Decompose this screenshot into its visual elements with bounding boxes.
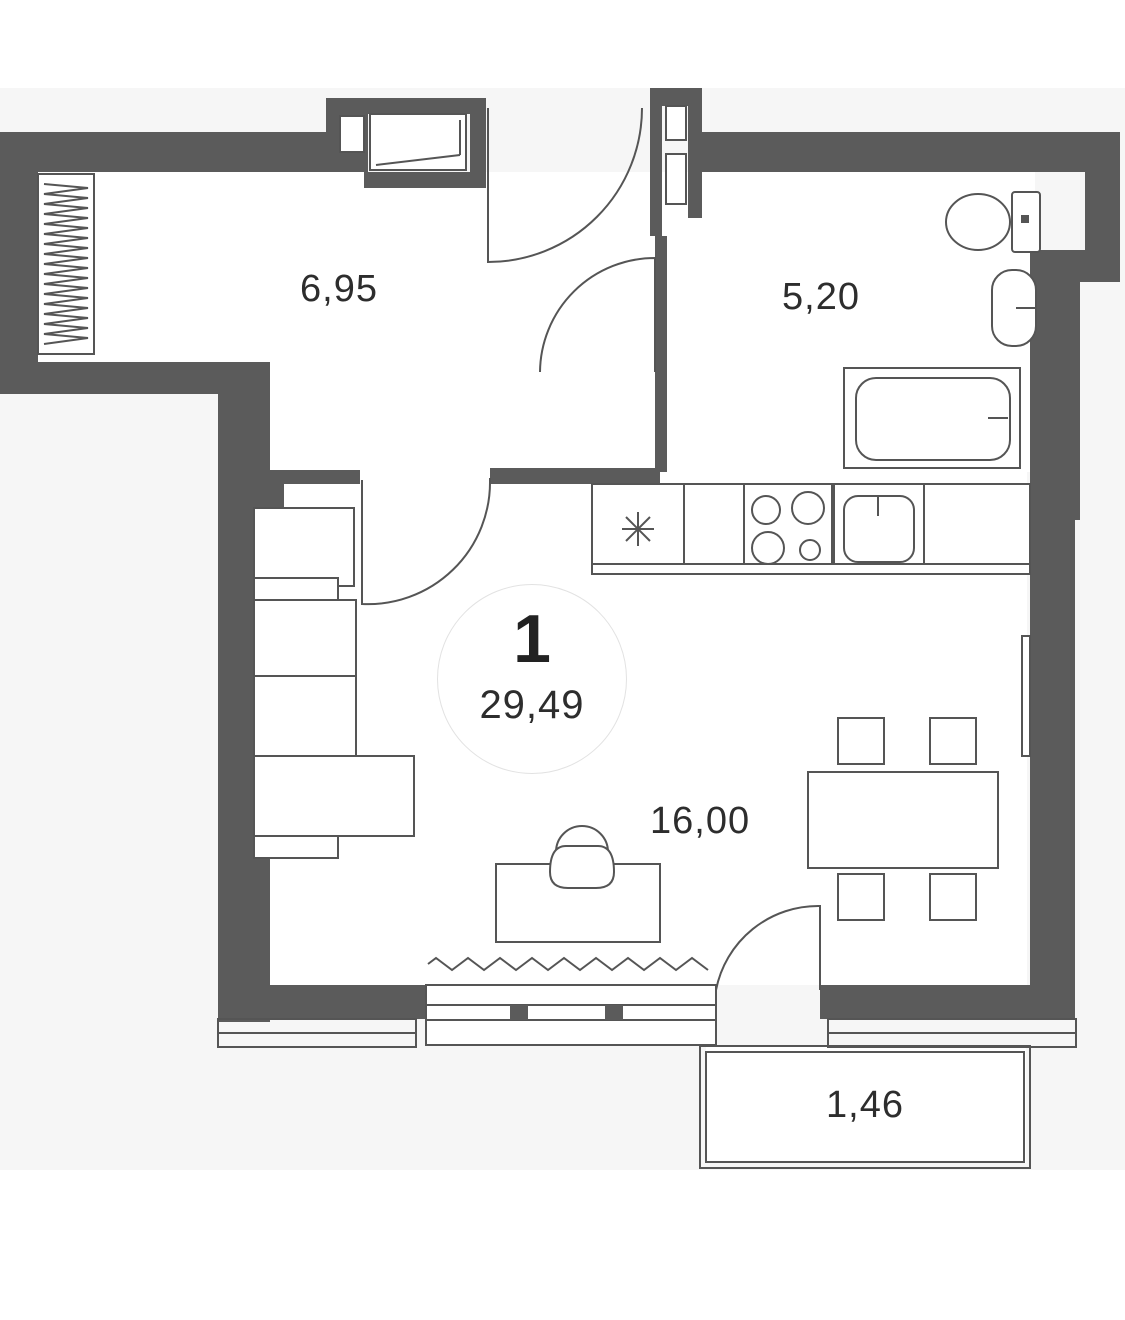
dining-table xyxy=(807,717,999,921)
bathroom-door-swing xyxy=(539,256,656,373)
toilet xyxy=(945,191,1041,253)
hallway-area-label: 6,95 xyxy=(300,268,378,310)
walls xyxy=(0,88,1120,1022)
apartment-badge: 1 29,49 xyxy=(437,584,627,774)
stove-icon xyxy=(751,491,825,565)
kitchen-sink-icon xyxy=(843,495,915,563)
sink-bathroom xyxy=(991,269,1037,347)
sofa xyxy=(253,507,415,859)
wall-top-left xyxy=(0,132,330,172)
balcony-outline xyxy=(699,1045,1031,1169)
desk-chair xyxy=(548,825,616,889)
bathtub xyxy=(843,367,1021,469)
window-bottom xyxy=(425,984,717,1046)
window-top xyxy=(369,113,467,171)
balcony-railing-right xyxy=(827,1018,1077,1048)
fridge-icon xyxy=(622,512,654,546)
room-door-swing xyxy=(361,478,492,606)
bathroom-area-label: 5,20 xyxy=(782,276,860,318)
balcony-railing-left xyxy=(217,1018,417,1048)
balcony-area-label: 1,46 xyxy=(826,1084,904,1126)
doors xyxy=(361,107,821,991)
balcony-door-swing xyxy=(715,904,821,991)
living-kitchen-area-label: 16,00 xyxy=(650,800,751,842)
radiator xyxy=(37,173,95,355)
total-area: 29,49 xyxy=(479,683,585,727)
curtain xyxy=(427,956,709,972)
entry-door-swing xyxy=(487,107,643,264)
rooms-count: 1 xyxy=(513,601,551,677)
wall-left xyxy=(0,132,38,394)
window-right xyxy=(1021,635,1031,757)
